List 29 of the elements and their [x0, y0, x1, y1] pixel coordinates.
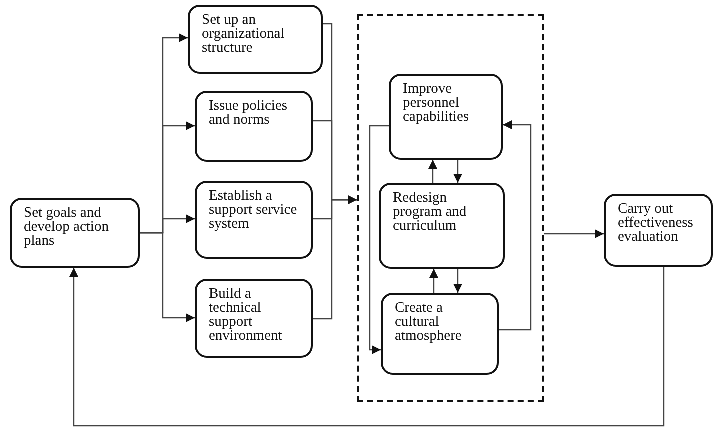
process-box — [188, 5, 323, 74]
arrow — [70, 267, 665, 427]
dashed-group-box — [357, 14, 544, 402]
box-label: Redesign program and curriculum — [393, 191, 468, 233]
box-label: Carry out effectiveness evaluation — [618, 202, 694, 244]
arrow — [430, 269, 438, 293]
arrow — [140, 232, 195, 322]
process-box — [381, 293, 499, 375]
box-label: Establish a support service system — [209, 189, 298, 231]
arrow — [454, 160, 462, 183]
process-box — [195, 181, 313, 259]
arrow — [454, 269, 462, 293]
box-label: Create a cultural atmosphere — [395, 301, 463, 343]
box-label: Set up an organizational structure — [202, 13, 286, 55]
box-label: Set goals and develop action plans — [24, 206, 110, 248]
process-box — [10, 198, 140, 268]
process-box — [195, 279, 313, 358]
arrow — [369, 125, 389, 354]
arrow — [428, 160, 438, 183]
process-box — [604, 194, 713, 267]
box-label: Issue policies and norms — [209, 99, 289, 127]
arrow — [499, 120, 532, 331]
arrow — [544, 230, 604, 238]
process-box — [379, 183, 505, 269]
process-box — [195, 91, 313, 162]
arrow — [313, 196, 357, 320]
box-label: Build a technical support environment — [209, 287, 284, 343]
process-box — [389, 74, 503, 160]
box-label: Improve personnel capabilities — [403, 82, 470, 124]
